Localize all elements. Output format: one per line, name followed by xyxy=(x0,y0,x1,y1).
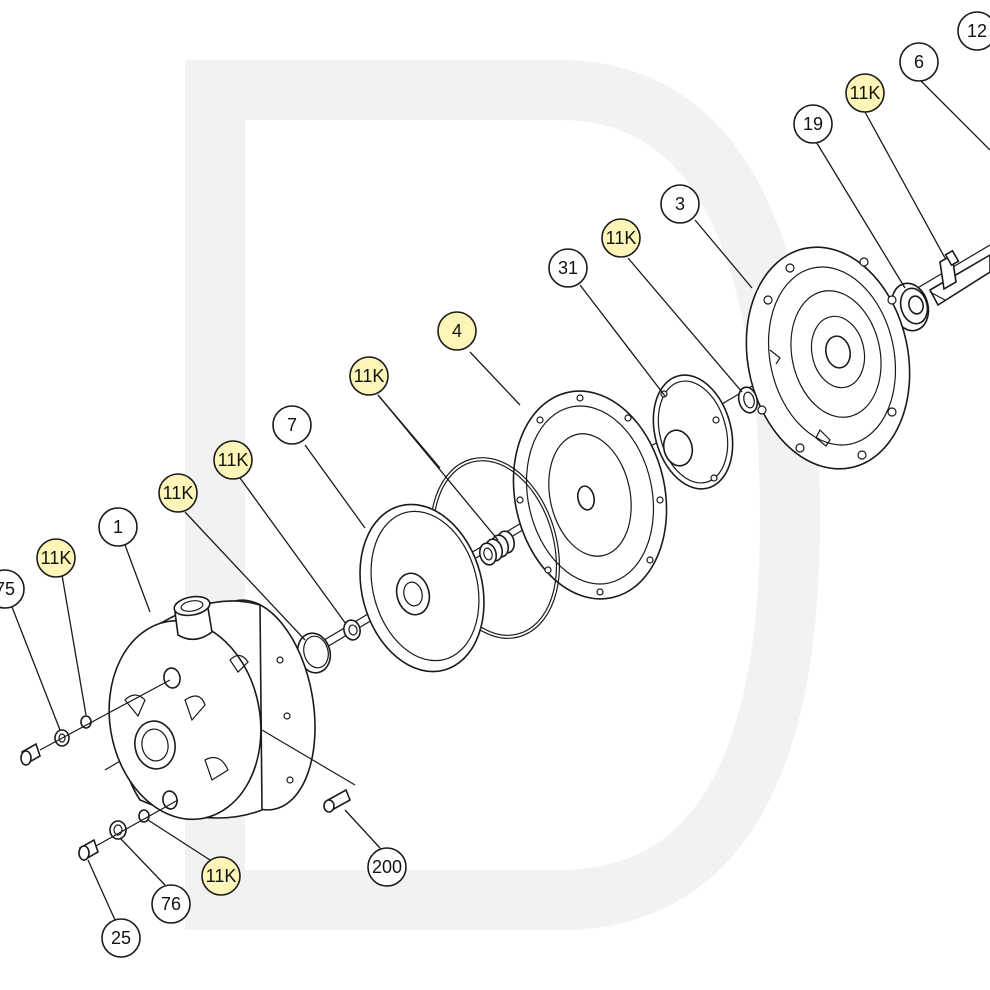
mechanical-seal xyxy=(478,530,516,566)
callout-75: 75 xyxy=(0,569,25,609)
callout-11k: 11K xyxy=(845,73,885,113)
callout-12: 12 xyxy=(957,11,990,51)
callout-4-circle xyxy=(437,311,477,351)
callout-1: 1 xyxy=(98,507,138,547)
callout-11k-circle xyxy=(213,440,253,480)
watermark xyxy=(185,60,821,930)
callout-11k-label: 11K xyxy=(163,483,194,503)
callout-11k: 11K xyxy=(36,538,76,578)
callout-12-circle xyxy=(957,11,990,51)
motor-shaft xyxy=(928,249,990,307)
callout-200: 200 xyxy=(367,847,407,887)
callout-76-label: 76 xyxy=(161,894,181,914)
callout-19-circle xyxy=(793,104,833,144)
callout-3: 3 xyxy=(660,184,700,224)
adapter-plate xyxy=(745,246,911,470)
callout-11k-label: 11K xyxy=(218,450,249,470)
callout-76-circle xyxy=(151,884,191,924)
callout-31-circle xyxy=(548,248,588,288)
callout-11k-label: 11K xyxy=(354,366,385,386)
callout-11k-label: 11K xyxy=(41,548,72,568)
callout-11k-label: 11K xyxy=(850,83,881,103)
callout-25-label: 25 xyxy=(111,928,131,948)
callout-200-label: 200 xyxy=(372,857,402,877)
callout-3-label: 3 xyxy=(675,194,685,214)
callout-7-label: 7 xyxy=(287,415,297,435)
casing-bolt xyxy=(323,788,352,813)
callout-6-label: 6 xyxy=(914,52,924,72)
callout-7: 7 xyxy=(272,405,312,445)
callout-11k: 11K xyxy=(213,440,253,480)
impeller-nut xyxy=(343,619,361,641)
callout-6-circle xyxy=(899,42,939,82)
callout-11k-label: 11K xyxy=(206,866,237,886)
callout-12-label: 12 xyxy=(967,21,987,41)
callout-11k-circle xyxy=(158,473,198,513)
callout-7-circle xyxy=(272,405,312,445)
callout-4-label: 4 xyxy=(452,321,462,341)
callout-25: 25 xyxy=(101,918,141,958)
callout-11k-label: 11K xyxy=(606,228,637,248)
callout-19: 19 xyxy=(793,104,833,144)
callout-75-label: 75 xyxy=(0,579,15,599)
callout-1-label: 1 xyxy=(113,517,123,537)
callout-11k-circle xyxy=(601,218,641,258)
drain-plug-upper xyxy=(20,715,92,766)
wear-ring xyxy=(296,632,332,674)
callout-75-circle xyxy=(0,569,25,609)
pump-casing xyxy=(108,595,316,821)
callout-19-label: 19 xyxy=(803,114,823,134)
plug-axes xyxy=(39,679,356,847)
callouts: 12 6 11K 19 3 11K 31 4 xyxy=(0,11,990,958)
bearing xyxy=(890,282,930,332)
callout-3-circle xyxy=(660,184,700,224)
callout-200-circle xyxy=(367,847,407,887)
callout-11k: 11K xyxy=(349,356,389,396)
callout-11k-circle xyxy=(845,73,885,113)
callout-31-label: 31 xyxy=(558,258,578,278)
seal-seat xyxy=(737,386,759,414)
callout-11k: 11K xyxy=(201,856,241,896)
callout-11k-circle xyxy=(201,856,241,896)
seal-plate xyxy=(652,374,734,490)
callout-11k-circle xyxy=(36,538,76,578)
callout-6: 6 xyxy=(899,42,939,82)
callout-1-circle xyxy=(98,507,138,547)
callout-31: 31 xyxy=(548,248,588,288)
callout-11k: 11K xyxy=(601,218,641,258)
leader-lines xyxy=(11,79,990,921)
callout-76: 76 xyxy=(151,884,191,924)
callout-4: 4 xyxy=(437,311,477,351)
volute-cover xyxy=(512,390,668,600)
impeller xyxy=(359,503,485,673)
callout-11k-circle xyxy=(349,356,389,396)
callout-11k: 11K xyxy=(158,473,198,513)
drain-plug-lower xyxy=(78,809,150,862)
callout-25-circle xyxy=(101,918,141,958)
